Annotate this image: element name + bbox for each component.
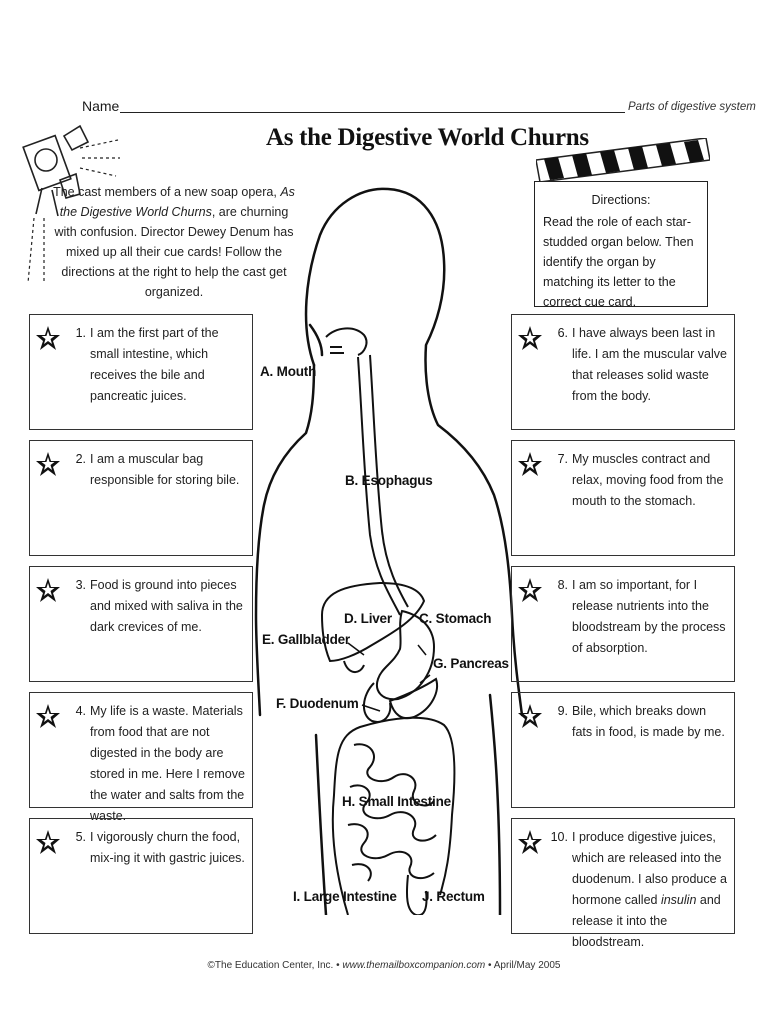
body-outline-left — [254, 363, 316, 717]
star-icon — [36, 704, 60, 728]
card-number: 3. — [75, 578, 86, 592]
card-text-part-a: I produce digestive juices, which are re… — [572, 830, 727, 907]
cue-card-8: 8. I am so important, for I release nutr… — [511, 566, 735, 682]
footer-url: www.themailboxcompanion.com — [342, 960, 486, 971]
card-number: 2. — [75, 452, 86, 466]
body-inner-left — [314, 733, 328, 915]
label-duodenum: F. Duodenum — [276, 696, 359, 711]
footer-text-1: ©The Education Center, Inc. • — [207, 960, 343, 971]
card-number: 4. — [75, 704, 86, 718]
card-text: I am so important, for I release nutrien… — [572, 578, 726, 655]
star-icon — [36, 326, 60, 350]
card-text: I produce digestive juices, which are re… — [572, 827, 728, 953]
card-text: Food is ground into pieces and mixed wit… — [90, 578, 243, 634]
label-gallbladder: E. Gallbladder — [262, 632, 350, 647]
star-icon — [36, 830, 60, 854]
large-intestine-shape — [331, 716, 456, 915]
card-text: My muscles contract and relax, moving fo… — [572, 452, 724, 508]
cue-card-6: 6. I have always been last in life. I am… — [511, 314, 735, 430]
star-icon — [518, 452, 542, 476]
label-small-intestine: H. Small Intestine — [342, 794, 451, 809]
intro-paragraph: The cast members of a new soap opera, As… — [48, 182, 300, 302]
mouth-cavity — [325, 327, 368, 356]
card-text: I am a muscular bag responsible for stor… — [90, 452, 240, 487]
card-text: Bile, which breaks down fats in food, is… — [572, 704, 725, 739]
esophagus-tube-outer — [357, 356, 401, 616]
label-mouth: A. Mouth — [260, 364, 317, 379]
rectum-shape — [406, 874, 428, 915]
card-number: 6. — [557, 326, 568, 340]
stomach-shape — [376, 609, 436, 701]
directions-box: Directions: Read the role of each star-s… — [534, 181, 708, 309]
card-text-part-b: and release it into the bloodstream. — [572, 893, 721, 949]
cue-card-5: 5. I vigorously churn the food, mix-ing … — [29, 818, 253, 934]
card-number: 5. — [75, 830, 86, 844]
small-intestine-coils — [347, 743, 437, 882]
subject-label: Parts of digestive system — [628, 101, 756, 113]
card-text-italic: insulin — [660, 893, 697, 907]
label-large-intestine: I. Large Intestine — [293, 889, 397, 904]
cue-card-1: 1. I am the first part of the small inte… — [29, 314, 253, 430]
intro-show-title: As the Digestive World Churns — [59, 185, 295, 219]
cue-card-7: 7. My muscles contract and relax, moving… — [511, 440, 735, 556]
intro-text-2: , are churning with confusion. Director … — [54, 205, 294, 299]
gallbladder-shape — [343, 660, 365, 673]
card-text: I am the first part of the small intesti… — [90, 326, 219, 403]
digestive-system-diagram — [254, 187, 524, 915]
footer-text-2: • April/May 2005 — [485, 960, 561, 971]
directions-heading: Directions: — [591, 193, 651, 207]
card-number: 7. — [557, 452, 568, 466]
duodenum-shape — [363, 682, 392, 723]
star-icon — [36, 452, 60, 476]
cue-card-2: 2. I am a muscular bag responsible for s… — [29, 440, 253, 556]
cue-card-9: 9. Bile, which breaks down fats in food,… — [511, 692, 735, 808]
teeth — [330, 346, 344, 354]
footer-credit: ©The Education Center, Inc. • www.themai… — [0, 960, 768, 971]
label-stomach: C. Stomach — [419, 611, 492, 626]
body-inner-right — [488, 693, 502, 915]
cue-card-10: 10. I produce digestive juices, which ar… — [511, 818, 735, 949]
cue-card-4: 4. My life is a waste. Materials from fo… — [29, 692, 253, 823]
card-text: I have always been last in life. I am th… — [572, 326, 727, 403]
page-title: As the Digestive World Churns — [266, 124, 589, 151]
face-profile — [308, 323, 324, 357]
card-text: I vigorously churn the food, mix-ing it … — [90, 830, 245, 865]
label-rectum: J. Rectum — [422, 889, 485, 904]
star-icon — [518, 704, 542, 728]
star-icon — [518, 830, 542, 854]
name-field-line[interactable] — [120, 112, 625, 113]
spotlight-icon — [22, 124, 120, 284]
body-outline-right — [304, 187, 524, 717]
star-icon — [518, 326, 542, 350]
name-label: Name — [82, 98, 120, 114]
star-icon — [518, 578, 542, 602]
liver-shape — [320, 581, 426, 663]
pancreas-shape — [388, 677, 438, 720]
label-esophagus: B. Esophagus — [345, 473, 433, 488]
card-text: My life is a waste. Materials from food … — [90, 704, 245, 823]
directions-text: Read the role of each star-studded organ… — [543, 215, 694, 309]
card-number: 10. — [550, 830, 568, 844]
card-number: 1. — [75, 326, 86, 340]
clapperboard-icon — [536, 138, 710, 182]
intro-text-1: The cast members of a new soap opera, — [53, 185, 277, 199]
cue-card-3: 3. Food is ground into pieces and mixed … — [29, 566, 253, 682]
star-icon — [36, 578, 60, 602]
label-pancreas: G. Pancreas — [433, 656, 509, 671]
card-number: 8. — [557, 578, 568, 592]
card-number: 9. — [557, 704, 568, 718]
label-liver: D. Liver — [344, 611, 392, 626]
